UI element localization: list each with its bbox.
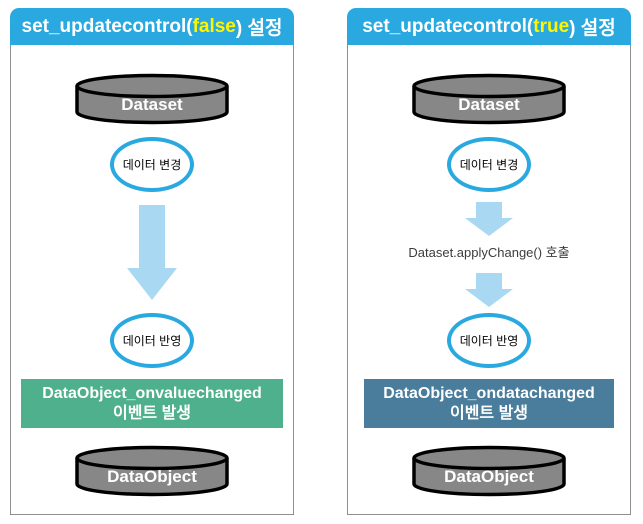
panel-title-arg: false bbox=[192, 15, 236, 37]
down-arrow-icon bbox=[127, 205, 177, 300]
database-cylinder-icon bbox=[412, 73, 566, 125]
panel-body: Dataset 데이터 변경 데이터 반영 DataObject_onvalue… bbox=[10, 45, 294, 515]
dataset-cylinder-label: Dataset bbox=[458, 94, 520, 114]
panel-updatecontrol-true: set_updatecontrol(true) 설정 Dataset 데이터 변… bbox=[347, 8, 631, 515]
event-caption: 이벤트 발생 bbox=[112, 404, 192, 422]
step-data-change: 데이터 변경 bbox=[447, 137, 531, 192]
event-box-onvaluechanged: DataObject_onvaluechanged 이벤트 발생 bbox=[21, 379, 283, 428]
down-arrow-icon bbox=[465, 273, 513, 307]
panel-title-text: ) 설정 bbox=[235, 18, 283, 39]
panel-updatecontrol-false: set_updatecontrol(false) 설정 Dataset 데이터 … bbox=[10, 8, 294, 515]
panel-title-text: ) 설정 bbox=[569, 18, 616, 39]
step-data-change: 데이터 변경 bbox=[110, 137, 194, 192]
database-cylinder-icon bbox=[75, 73, 229, 125]
step-data-apply: 데이터 반영 bbox=[447, 313, 531, 368]
step-data-change-label: 데이터 변경 bbox=[459, 158, 519, 172]
down-arrow-icon bbox=[465, 202, 513, 236]
panel-title-arg: true bbox=[533, 15, 570, 37]
database-cylinder-icon bbox=[75, 445, 229, 497]
event-name: DataObject_ondatachanged bbox=[383, 384, 595, 402]
step-data-apply-label: 데이터 반영 bbox=[459, 334, 519, 348]
applychange-call-label: Dataset.applyChange() 호출 bbox=[408, 245, 570, 260]
dataset-cylinder: Dataset bbox=[74, 73, 230, 125]
dataobject-cylinder-label: DataObject bbox=[107, 466, 197, 486]
panel-title: set_updatecontrol(false) 설정 bbox=[10, 8, 294, 45]
panel-body: Dataset 데이터 변경 Dataset.applyChange() 호출 … bbox=[347, 45, 631, 515]
step-data-apply-label: 데이터 반영 bbox=[122, 334, 182, 348]
event-caption: 이벤트 발생 bbox=[449, 404, 529, 422]
panel-title-text: set_updatecontrol( bbox=[362, 15, 534, 37]
dataobject-cylinder: DataObject bbox=[74, 445, 230, 497]
step-data-apply: 데이터 반영 bbox=[110, 313, 194, 368]
event-name: DataObject_onvaluechanged bbox=[42, 384, 262, 402]
database-cylinder-icon bbox=[412, 445, 566, 497]
dataobject-cylinder-label: DataObject bbox=[444, 466, 534, 486]
dataobject-cylinder: DataObject bbox=[411, 445, 567, 497]
dataset-cylinder-label: Dataset bbox=[121, 94, 183, 114]
panel-title-text: set_updatecontrol( bbox=[21, 15, 193, 37]
step-data-change-label: 데이터 변경 bbox=[122, 158, 182, 172]
panel-title: set_updatecontrol(true) 설정 bbox=[347, 8, 631, 45]
event-box-ondatachanged: DataObject_ondatachanged 이벤트 발생 bbox=[364, 379, 614, 428]
dataset-cylinder: Dataset bbox=[411, 73, 567, 125]
